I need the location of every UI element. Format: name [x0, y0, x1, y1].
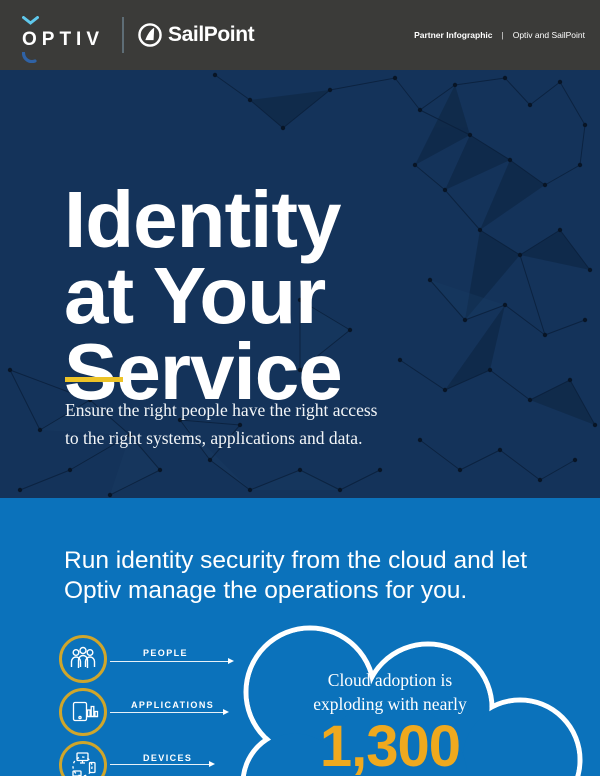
page-title-line: Identity	[64, 175, 341, 264]
applications-label: APPLICATIONS	[131, 700, 215, 710]
devices-icon-ring	[59, 741, 107, 776]
devices-arrow-icon	[209, 761, 215, 767]
devices-connector-line	[110, 764, 209, 765]
header-meta-label: Partner Infographic	[414, 30, 493, 40]
applications-icon	[72, 701, 99, 722]
page-title-line: Service	[64, 327, 343, 416]
devices-label: DEVICES	[143, 753, 193, 763]
optiv-wordmark: OPTIV	[22, 29, 105, 50]
applications-icon-ring	[59, 688, 107, 736]
header-meta: Partner Infographic | Optiv and SailPoin…	[414, 30, 585, 40]
section-heading-line: Run identity security from the cloud and…	[64, 547, 528, 574]
applications-arrow-icon	[223, 709, 229, 715]
sailpoint-wordmark: SailPoint	[168, 23, 255, 46]
people-arrow-icon	[228, 658, 234, 664]
header-meta-value: Optiv and SailPoint	[512, 30, 585, 40]
cloud-stat-text-line: Cloud adoption is	[327, 670, 453, 690]
network-pattern-graphic	[7, 72, 598, 498]
hero-section: Identity at Your Service Ensure the righ…	[0, 70, 600, 498]
optiv-logo: OPTIV	[22, 8, 114, 63]
hero-subtitle: Ensure the right people have the right a…	[65, 397, 377, 452]
people-label: PEOPLE	[143, 648, 188, 658]
title-underline-rule	[65, 377, 123, 382]
devices-icon	[72, 752, 96, 776]
page-title-line: at Your	[64, 251, 326, 340]
section-heading: Run identity security from the cloud and…	[64, 546, 527, 606]
page-title: Identity at Your Service	[64, 175, 343, 416]
header-logo-divider	[122, 17, 124, 53]
people-icon	[70, 646, 96, 668]
optiv-caret-icon	[22, 16, 39, 25]
sailpoint-logo: SailPoint	[136, 20, 255, 50]
section-heading-line: Optiv manage the operations for you.	[64, 577, 468, 604]
hero-subtitle-line: Ensure the right people have the right a…	[65, 400, 378, 420]
header-meta-divider: |	[501, 30, 504, 40]
cloud-section: Run identity security from the cloud and…	[0, 498, 600, 776]
optiv-arc-icon	[22, 52, 37, 63]
cloud-stat-block: Cloud adoption is exploding with nearly …	[300, 668, 480, 776]
people-connector-line	[110, 661, 228, 662]
cloud-stat-text-line: exploding with nearly	[313, 694, 467, 714]
cloud-stat-number: 1,300	[319, 714, 461, 776]
hero-subtitle-line: to the right systems, applications and d…	[65, 427, 363, 448]
people-icon-ring	[59, 635, 107, 683]
sailpoint-sail-icon	[138, 23, 162, 47]
header-bar: OPTIV SailPoint Partner Infographic | Op…	[0, 0, 600, 70]
cloud-graphic	[240, 625, 583, 776]
applications-connector-line	[110, 712, 223, 713]
